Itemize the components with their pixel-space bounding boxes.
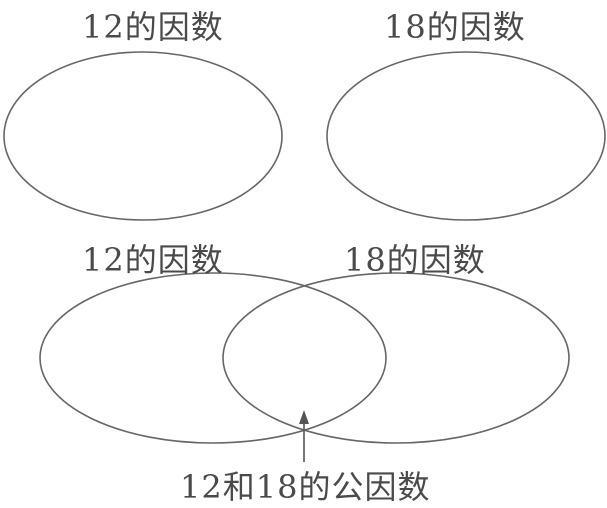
label-factors-of-12-venn: 12的因数 <box>82 241 224 279</box>
label-common-factors: 12和18的公因数 <box>180 468 431 506</box>
set-12-ellipse-venn <box>39 272 387 444</box>
arrow-up-icon <box>299 410 309 462</box>
label-factors-of-12-top: 12的因数 <box>82 8 224 46</box>
set-18-ellipse-venn <box>222 272 570 444</box>
set-12-ellipse-top <box>3 51 283 221</box>
set-18-ellipse-top <box>326 51 606 221</box>
label-factors-of-18-venn: 18的因数 <box>344 241 486 279</box>
label-factors-of-18-top: 18的因数 <box>384 8 526 46</box>
